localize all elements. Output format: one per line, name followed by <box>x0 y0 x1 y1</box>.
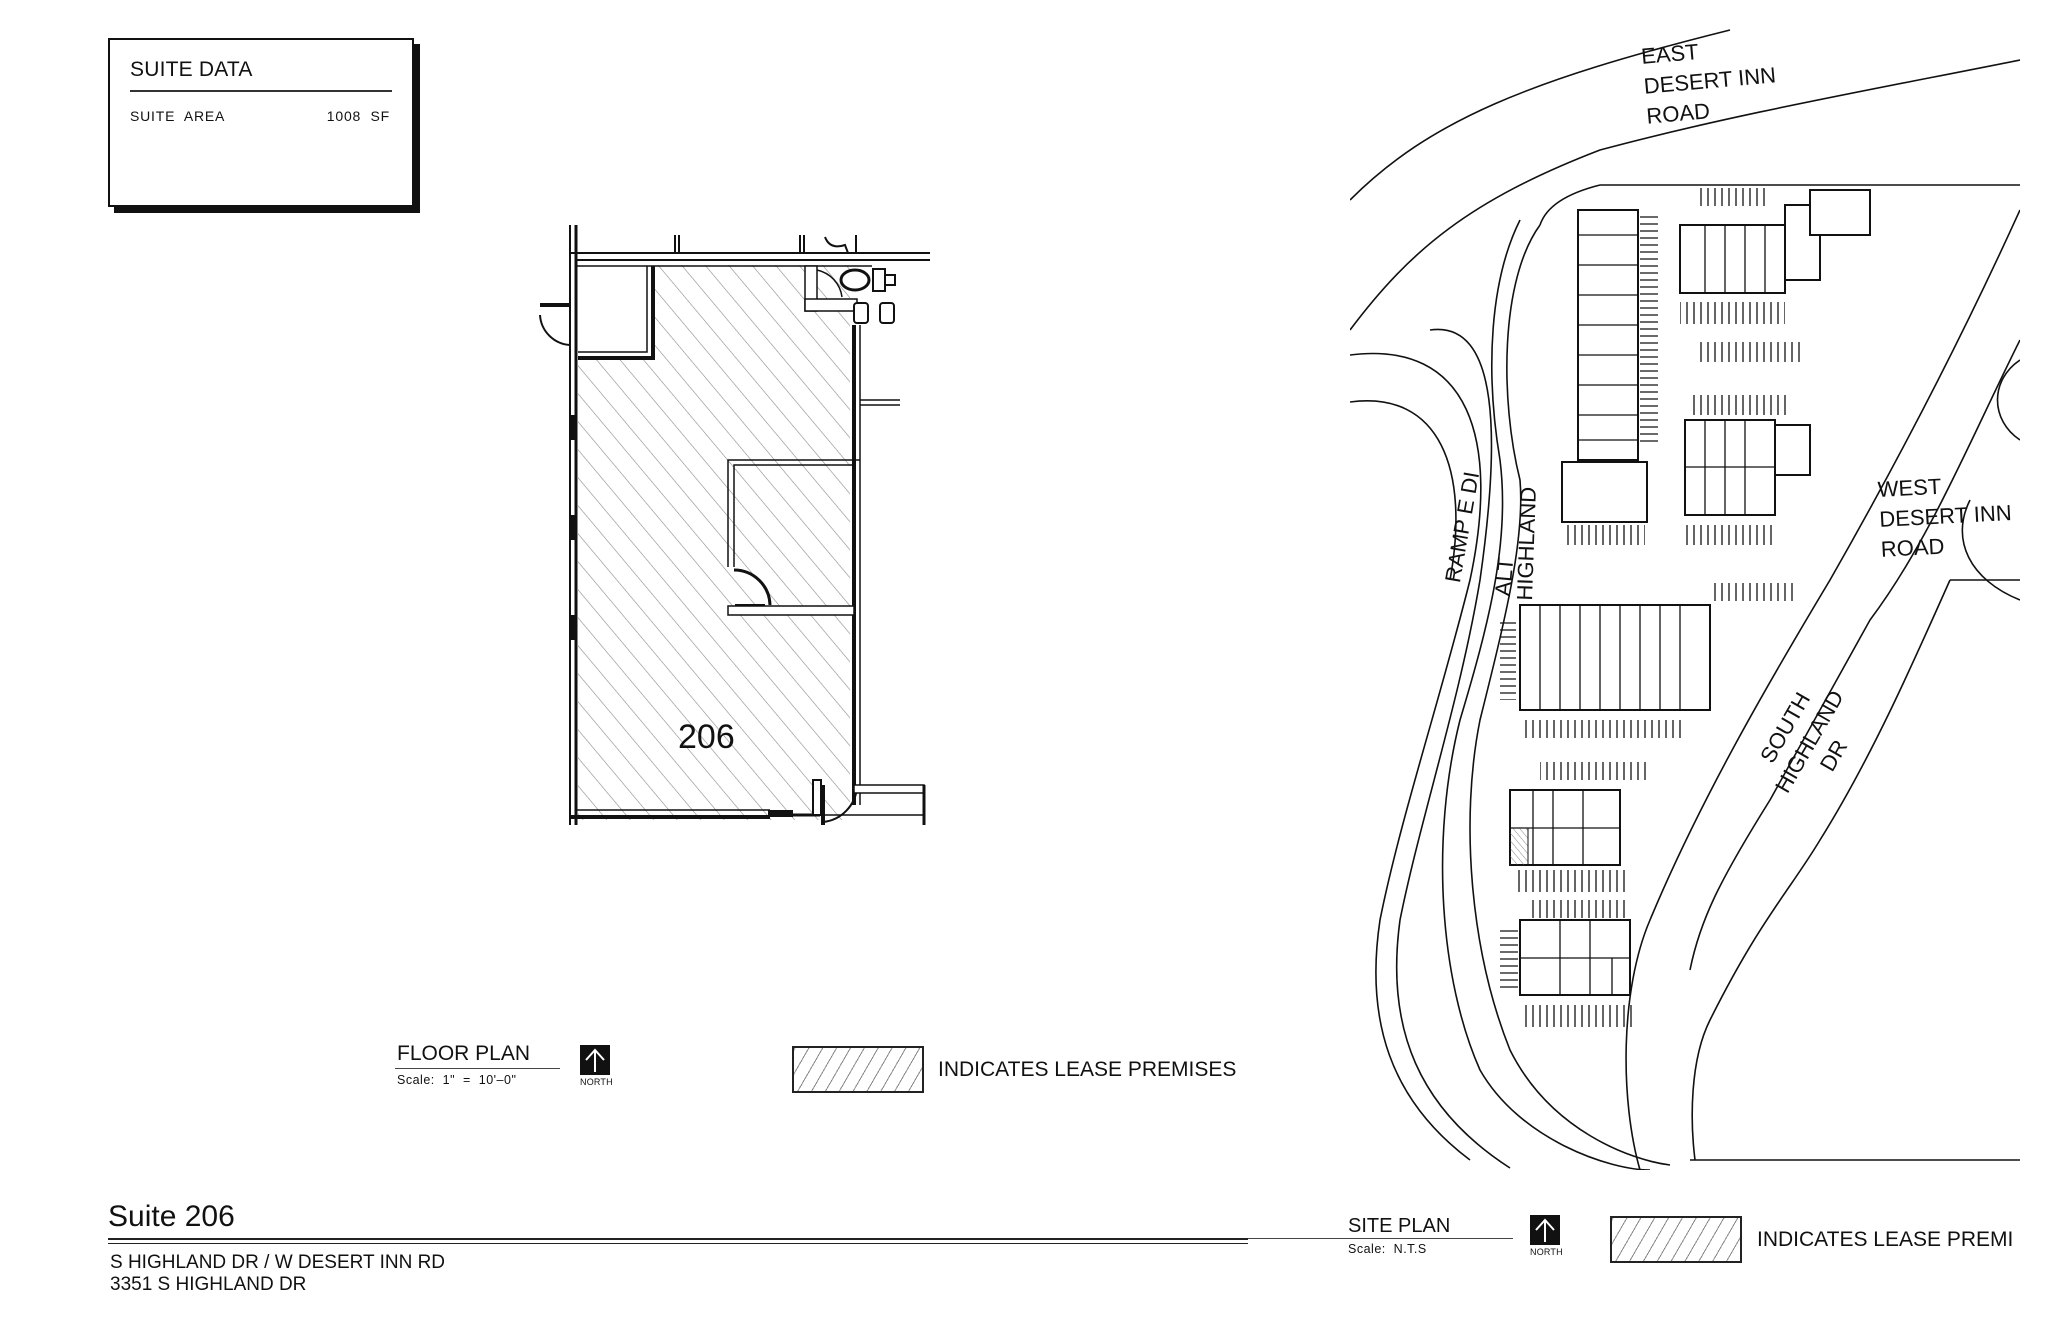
floor-plan-north-indicator: NORTH <box>580 1045 613 1087</box>
site-lease-premises-legend-text: INDICATES LEASE PREMI <box>1757 1228 2014 1251</box>
address-block: S HIGHLAND DR / W DESERT INN RD 3351 S H… <box>110 1252 445 1296</box>
floor-plan-drawing <box>539 225 930 825</box>
site-lease-premises-swatch <box>1610 1216 1742 1263</box>
floor-plan-title: FLOOR PLAN <box>397 1042 531 1065</box>
north-label: NORTH <box>580 1077 613 1087</box>
lease-premises-swatch <box>792 1046 924 1093</box>
suite-area-value: 1008 SF <box>326 108 390 124</box>
page-title: Suite 206 <box>108 1200 235 1233</box>
site-plan-scale: Scale: N.T.S <box>1348 1242 1427 1256</box>
suite-area-label: SUITE AREA <box>130 108 226 124</box>
address-line-1: S HIGHLAND DR / W DESERT INN RD <box>110 1252 446 1273</box>
title-rule-extension <box>1248 1238 1513 1239</box>
suite-area-row: SUITE AREA 1008 SF <box>130 108 390 124</box>
site-plan-map <box>1350 29 2020 1170</box>
suite-data-divider <box>130 90 392 92</box>
address-line-2: 3351 S HIGHLAND DR <box>110 1274 307 1295</box>
title-double-rule <box>108 1238 1248 1244</box>
suite-data-title: SUITE DATA <box>130 58 253 81</box>
floor-plan-title-rule <box>395 1068 560 1069</box>
lease-premises-legend-text: INDICATES LEASE PREMISES <box>938 1058 1237 1081</box>
road-label-east-desert-inn: EAST DESERT INN ROAD <box>1640 38 1777 129</box>
site-plan-north-indicator: NORTH <box>1530 1215 1563 1257</box>
suite-data-panel: SUITE DATA SUITE AREA 1008 SF <box>108 38 414 207</box>
site-plan-title: SITE PLAN <box>1348 1215 1451 1237</box>
road-label-west-desert-inn: WEST DESERT INN ROAD <box>1877 473 2013 562</box>
unit-number-label: 206 <box>678 718 735 756</box>
north-arrow-icon <box>1530 1215 1560 1245</box>
north-arrow-icon <box>580 1045 610 1075</box>
north-label: NORTH <box>1530 1247 1563 1257</box>
floor-plan-scale: Scale: 1" = 10'–0" <box>397 1073 517 1087</box>
road-label-highland: HIGHLAND <box>1512 486 1541 601</box>
